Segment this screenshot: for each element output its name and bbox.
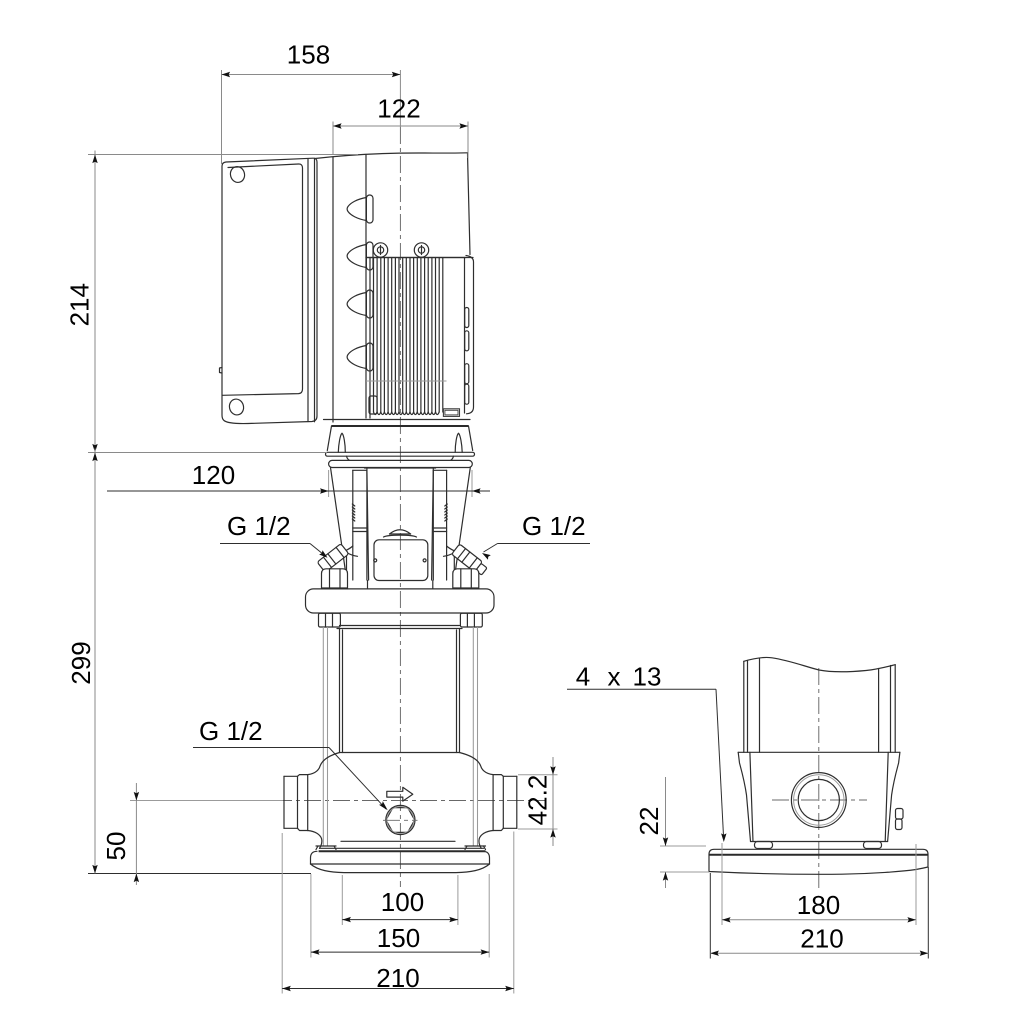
svg-text:50: 50 <box>101 832 131 861</box>
svg-text:4: 4 <box>576 662 590 692</box>
svg-text:180: 180 <box>797 890 840 920</box>
svg-text:210: 210 <box>800 924 843 954</box>
svg-text:299: 299 <box>66 641 96 684</box>
svg-text:G 1/2: G 1/2 <box>199 716 263 746</box>
svg-text:122: 122 <box>377 94 420 124</box>
svg-text:100: 100 <box>381 887 424 917</box>
svg-text:13: 13 <box>633 662 662 692</box>
svg-text:22: 22 <box>634 807 664 836</box>
svg-text:158: 158 <box>287 40 330 70</box>
svg-text:G 1/2: G 1/2 <box>227 511 291 541</box>
svg-text:x: x <box>608 662 621 692</box>
svg-text:214: 214 <box>65 283 95 326</box>
svg-text:210: 210 <box>376 963 419 993</box>
svg-text:G 1/2: G 1/2 <box>522 511 586 541</box>
svg-text:150: 150 <box>377 923 420 953</box>
svg-text:42.2: 42.2 <box>523 775 553 826</box>
svg-text:120: 120 <box>192 460 235 490</box>
